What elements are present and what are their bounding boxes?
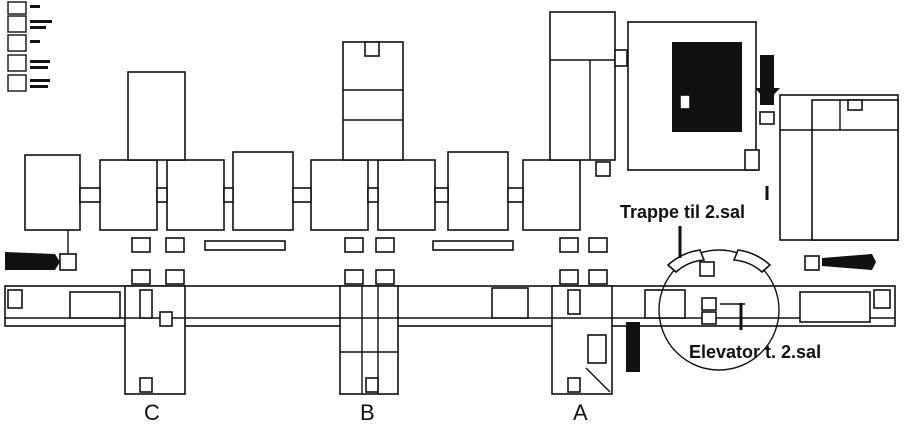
auditorium-room <box>310 159 369 231</box>
wing-c-label: C <box>144 400 160 425</box>
west-entrance <box>5 230 77 271</box>
auditorium-room <box>232 151 294 231</box>
north-entrance <box>755 55 780 105</box>
service-row <box>131 237 608 285</box>
restroom-icon <box>7 54 27 72</box>
auditorium-room <box>99 159 158 231</box>
auditorium-row <box>24 41 581 231</box>
emergency-icon <box>7 74 27 92</box>
wc-icon <box>7 1 27 15</box>
east-wing <box>779 94 899 271</box>
accessible-toilet-icon <box>7 15 27 33</box>
block-a-south <box>551 285 613 395</box>
wing-a-label: A <box>573 400 588 425</box>
stairs-label: Trappe til 2.sal <box>620 202 745 222</box>
auditorium-room <box>377 159 436 231</box>
auditorium-room <box>447 151 509 231</box>
elevator-area <box>658 249 780 371</box>
auditorium-room <box>24 154 81 231</box>
block-c-south <box>124 285 186 395</box>
auditorium-room <box>166 159 225 231</box>
wing-b-label: B <box>360 400 375 425</box>
auditorium-room <box>522 159 581 231</box>
block-a-north <box>549 11 775 177</box>
south-entrance <box>626 322 640 372</box>
map-legend <box>7 1 52 92</box>
elevator-label: Elevator t. 2.sal <box>689 342 821 362</box>
toilet-icon <box>7 34 27 52</box>
block-b-south <box>339 285 399 395</box>
